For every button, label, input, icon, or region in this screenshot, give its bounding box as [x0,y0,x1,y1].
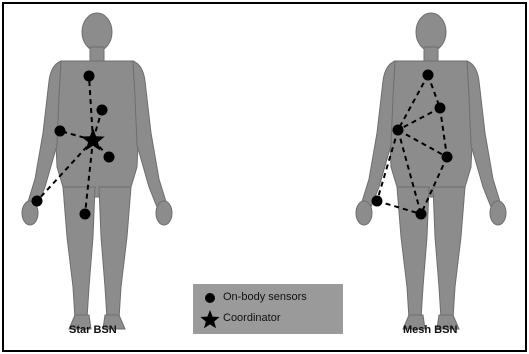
sensor-node [372,196,383,207]
legend-box: On-body sensors Coordinator [193,284,343,334]
legend-sensor-label: On-body sensors [223,291,307,303]
human-figure-left [22,13,172,329]
sensor-node [416,209,427,220]
sensor-node [393,125,404,136]
sensor-node [55,126,66,137]
sensor-node [32,196,43,207]
sensor-node [104,152,115,163]
legend-coordinator-label: Coordinator [223,312,280,324]
sensor-node [80,209,91,220]
legend-row-coordinator: Coordinator [193,309,343,329]
star-icon [199,309,221,329]
sensor-node [435,103,446,114]
caption-mesh-bsn: Mesh BSN [403,324,457,336]
caption-star-bsn: Star BSN [69,324,117,336]
sensor-node [423,70,434,81]
sensor-node [97,105,108,116]
legend-row-sensor: On-body sensors [193,288,343,308]
sensor-node [84,71,95,82]
filled-circle-icon [199,288,221,308]
human-figure-right [356,13,506,329]
sensor-node [442,152,453,163]
